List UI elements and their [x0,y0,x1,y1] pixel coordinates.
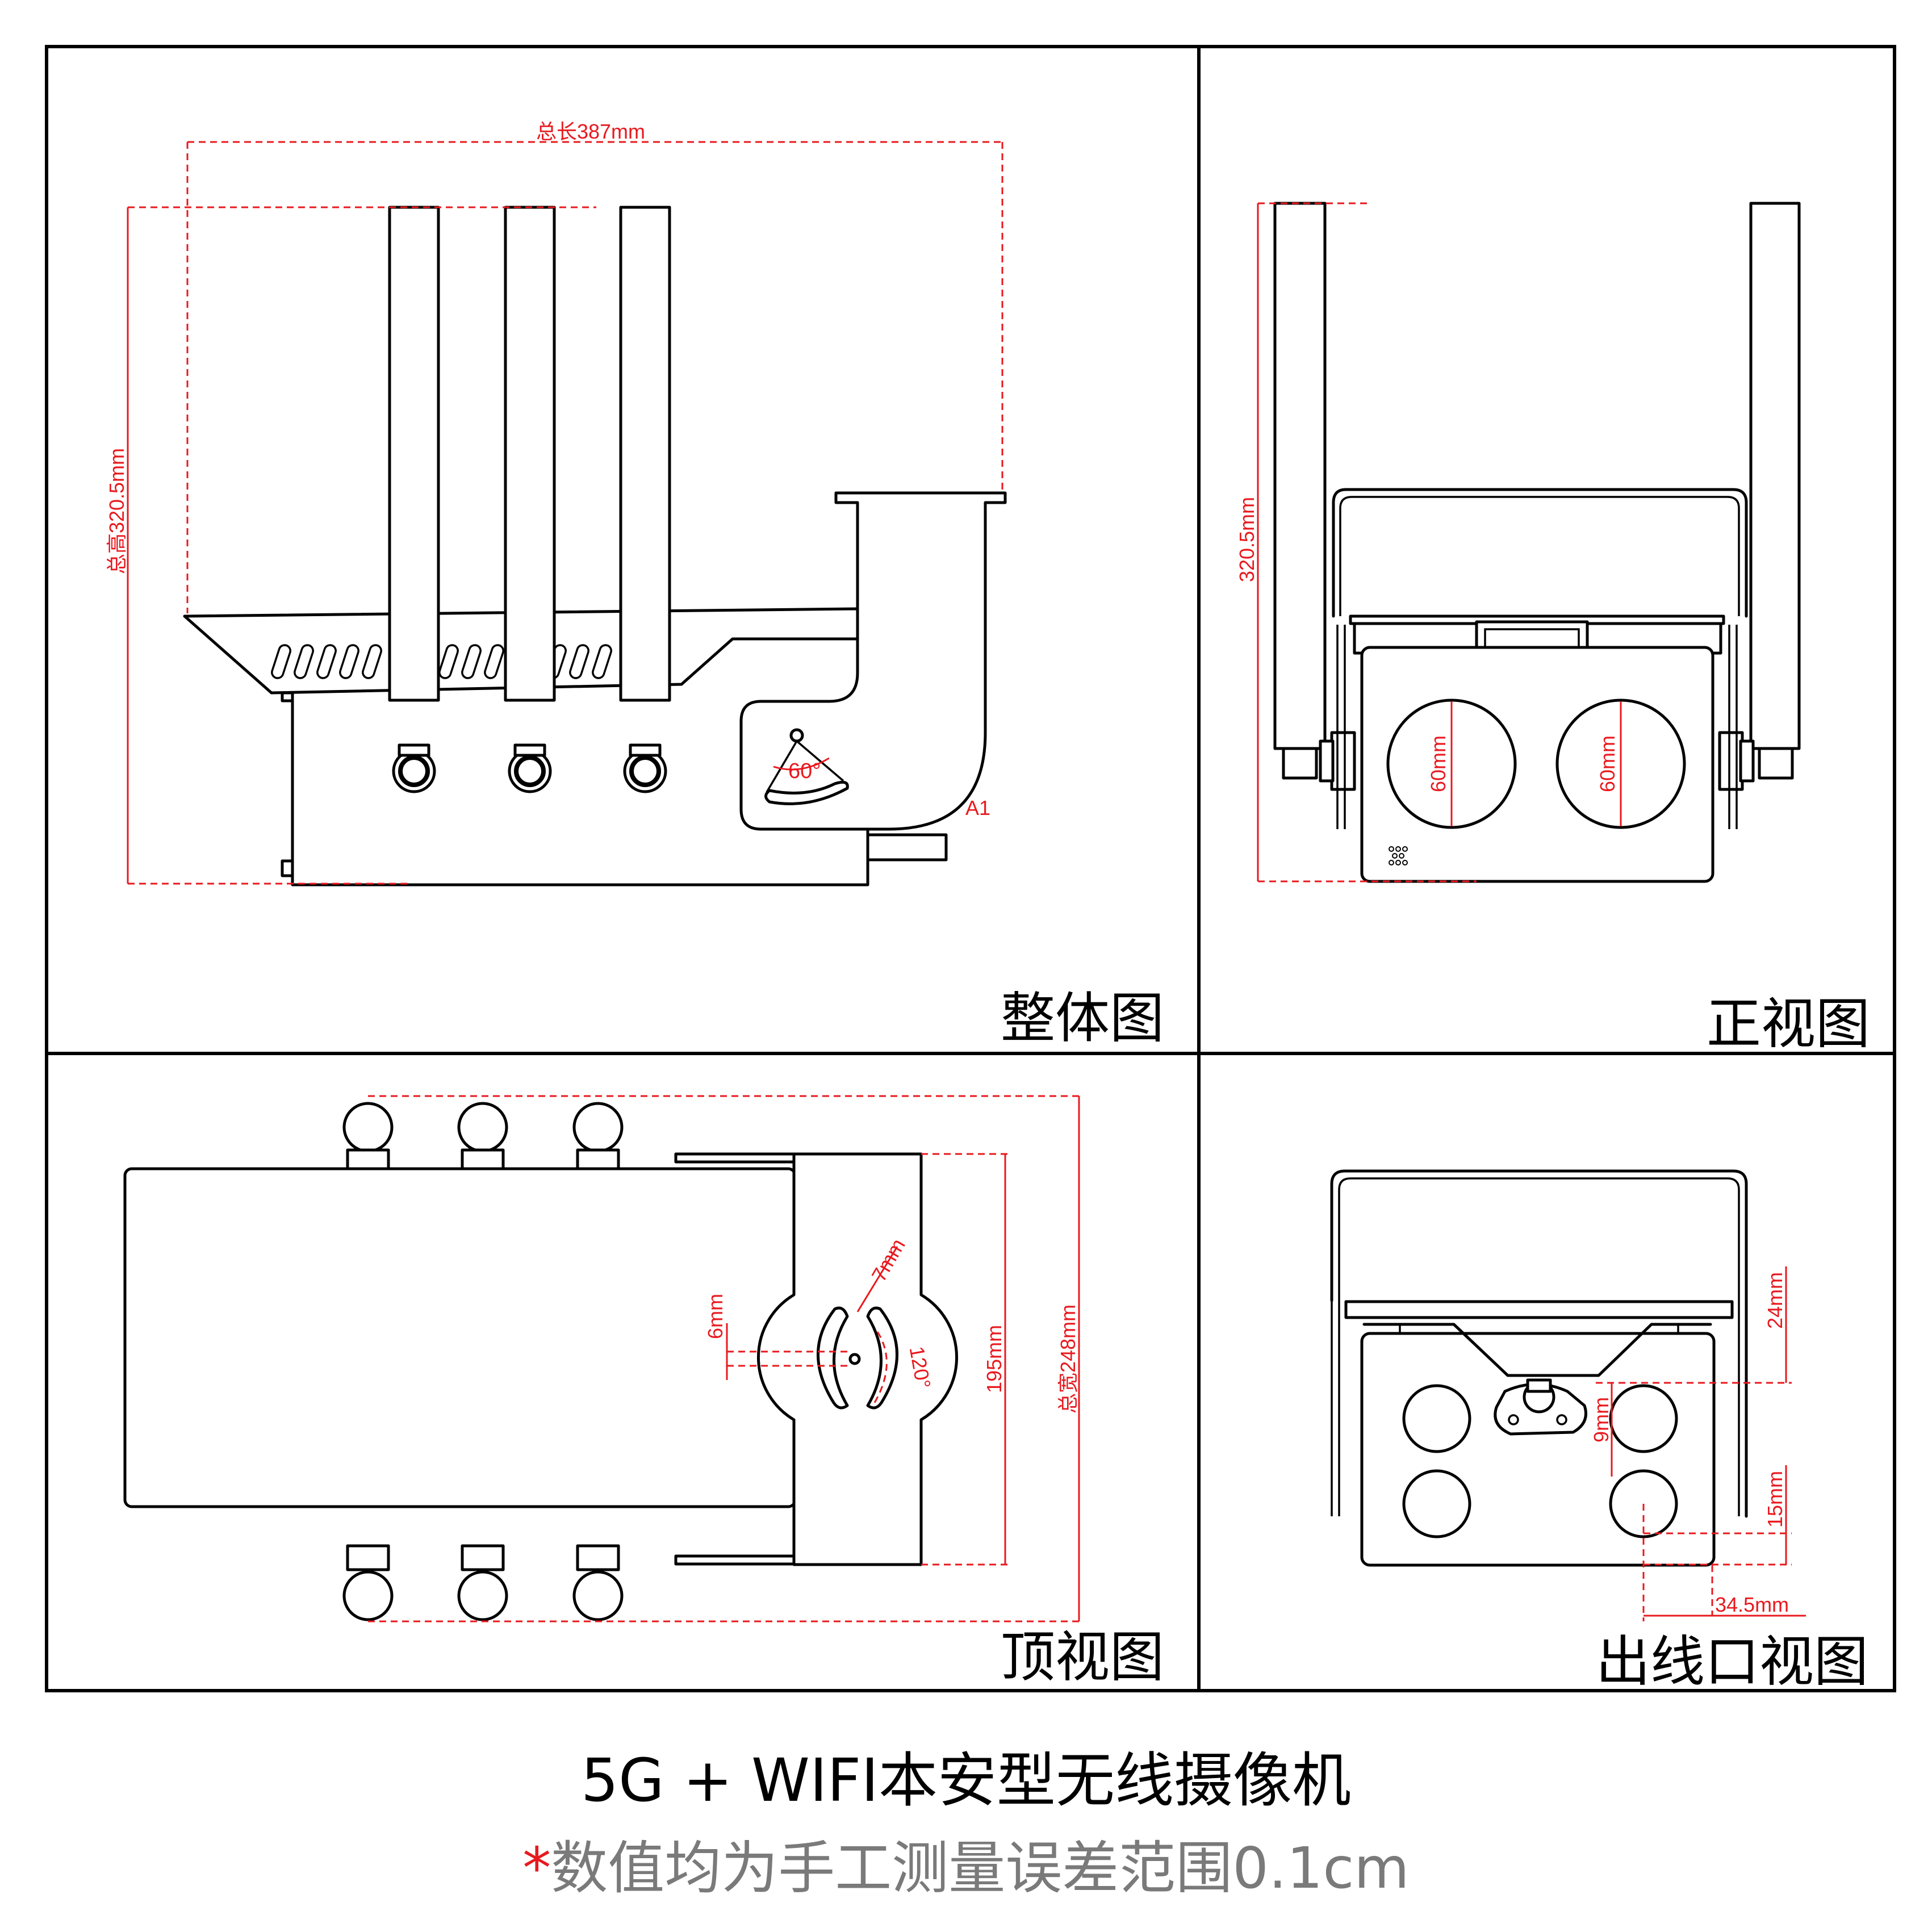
dim-front-height: 320.5mm [1235,497,1258,582]
dim-total-width: 总宽248mm [1056,1304,1080,1414]
dim-total-height: 总高320.5mm [105,448,128,574]
angle-label: 60° [788,759,821,783]
note-text: 数值均为手工测量误差范围0.1cm [551,1835,1410,1901]
panel-title-top: 顶视图 [1001,1625,1164,1689]
top-view: 6mm 7mm 120° 195mm 总宽248mm [123,1095,1084,1622]
measurement-note: *数值均为手工测量误差范围0.1cm [0,1822,1932,1904]
panel-title-overall: 整体图 [1001,986,1164,1050]
dim-24: 24mm [1763,1272,1787,1329]
panel-title-outlet: 出线口视图 [1596,1630,1868,1693]
product-title: 5G + WIFI本安型无线摄像机 [580,1746,1351,1815]
dim-lens-right: 60mm [1596,735,1619,792]
speaker-icon [1389,846,1408,865]
dim-hole: 6mm [704,1294,727,1339]
panel-title-front: 正视图 [1707,992,1870,1056]
dim-34: 34.5mm [1715,1593,1789,1616]
dim-total-length: 总长387mm [536,120,645,143]
dim-mount: 195mm [982,1325,1006,1393]
antennas [388,206,671,793]
marker-a1: A1 [965,796,990,819]
dim-9: 9mm [1590,1397,1613,1442]
vent-slots [271,644,612,679]
drawing-frame [45,45,1896,1692]
outlet-view: 24mm 9mm 15mm 34.5mm [1330,1169,1806,1621]
note-asterisk: * [522,1835,551,1901]
dim-15: 15mm [1763,1471,1787,1528]
front-view: 60mm 60mm 320.5mm [1235,202,1801,883]
overall-view: 60° A1 总长387mm 总高320. [105,120,1007,886]
dim-lens-left: 60mm [1427,735,1450,792]
